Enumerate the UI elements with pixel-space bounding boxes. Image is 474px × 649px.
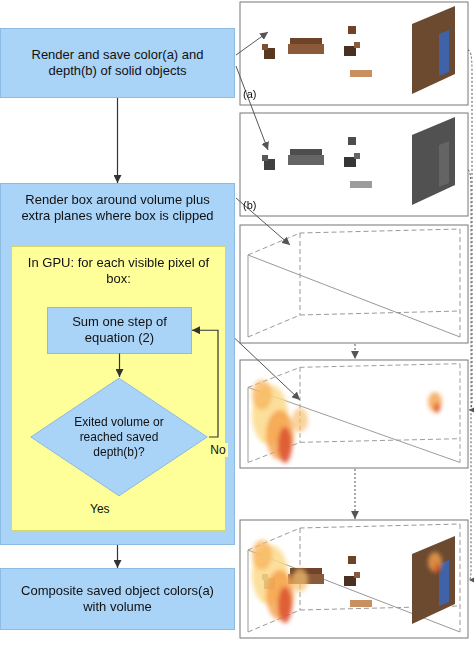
process-box: Composite saved object colors(a) with vo…: [0, 568, 235, 630]
flow-arrow: [117, 98, 118, 183]
process-group: Render box around volume plus extra plan…: [0, 183, 235, 545]
branch-label: No: [208, 443, 227, 457]
node-text: Exited volume or reached saved depth(b)?: [65, 415, 173, 460]
pointer-arrows: [226, 32, 300, 400]
panel-label: (b): [243, 199, 256, 211]
flow-arrow: [117, 545, 118, 568]
node-text: Render box around volume plus extra plan…: [11, 192, 224, 225]
dotted-arrows: [355, 50, 472, 580]
process-box: Sum one step of equation (2): [47, 307, 192, 354]
panel-color: [240, 2, 468, 105]
node-text: In GPU: for each visible pixel of box:: [22, 255, 215, 288]
flow-arrow: [192, 330, 218, 437]
diamond-shape: [31, 378, 207, 496]
decision-diamond: Exited volume or reached saved depth(b)?: [29, 377, 209, 497]
branch-label: Yes: [88, 502, 112, 516]
process-box: Render and save color(a) and depth(b) of…: [0, 28, 235, 98]
node-text: Sum one step of equation (2): [58, 314, 181, 347]
gpu-loop-box: In GPU: for each visible pixel of box: Su…: [11, 246, 226, 531]
panel-label: (a): [243, 88, 256, 100]
panel-box: [240, 225, 468, 343]
panel-composite: [240, 520, 468, 638]
panel-depth: [240, 113, 468, 216]
node-text: Render and save color(a) and depth(b) of…: [11, 47, 224, 80]
node-text: Composite saved object colors(a) with vo…: [11, 583, 224, 616]
flow-arrow: [119, 354, 120, 378]
